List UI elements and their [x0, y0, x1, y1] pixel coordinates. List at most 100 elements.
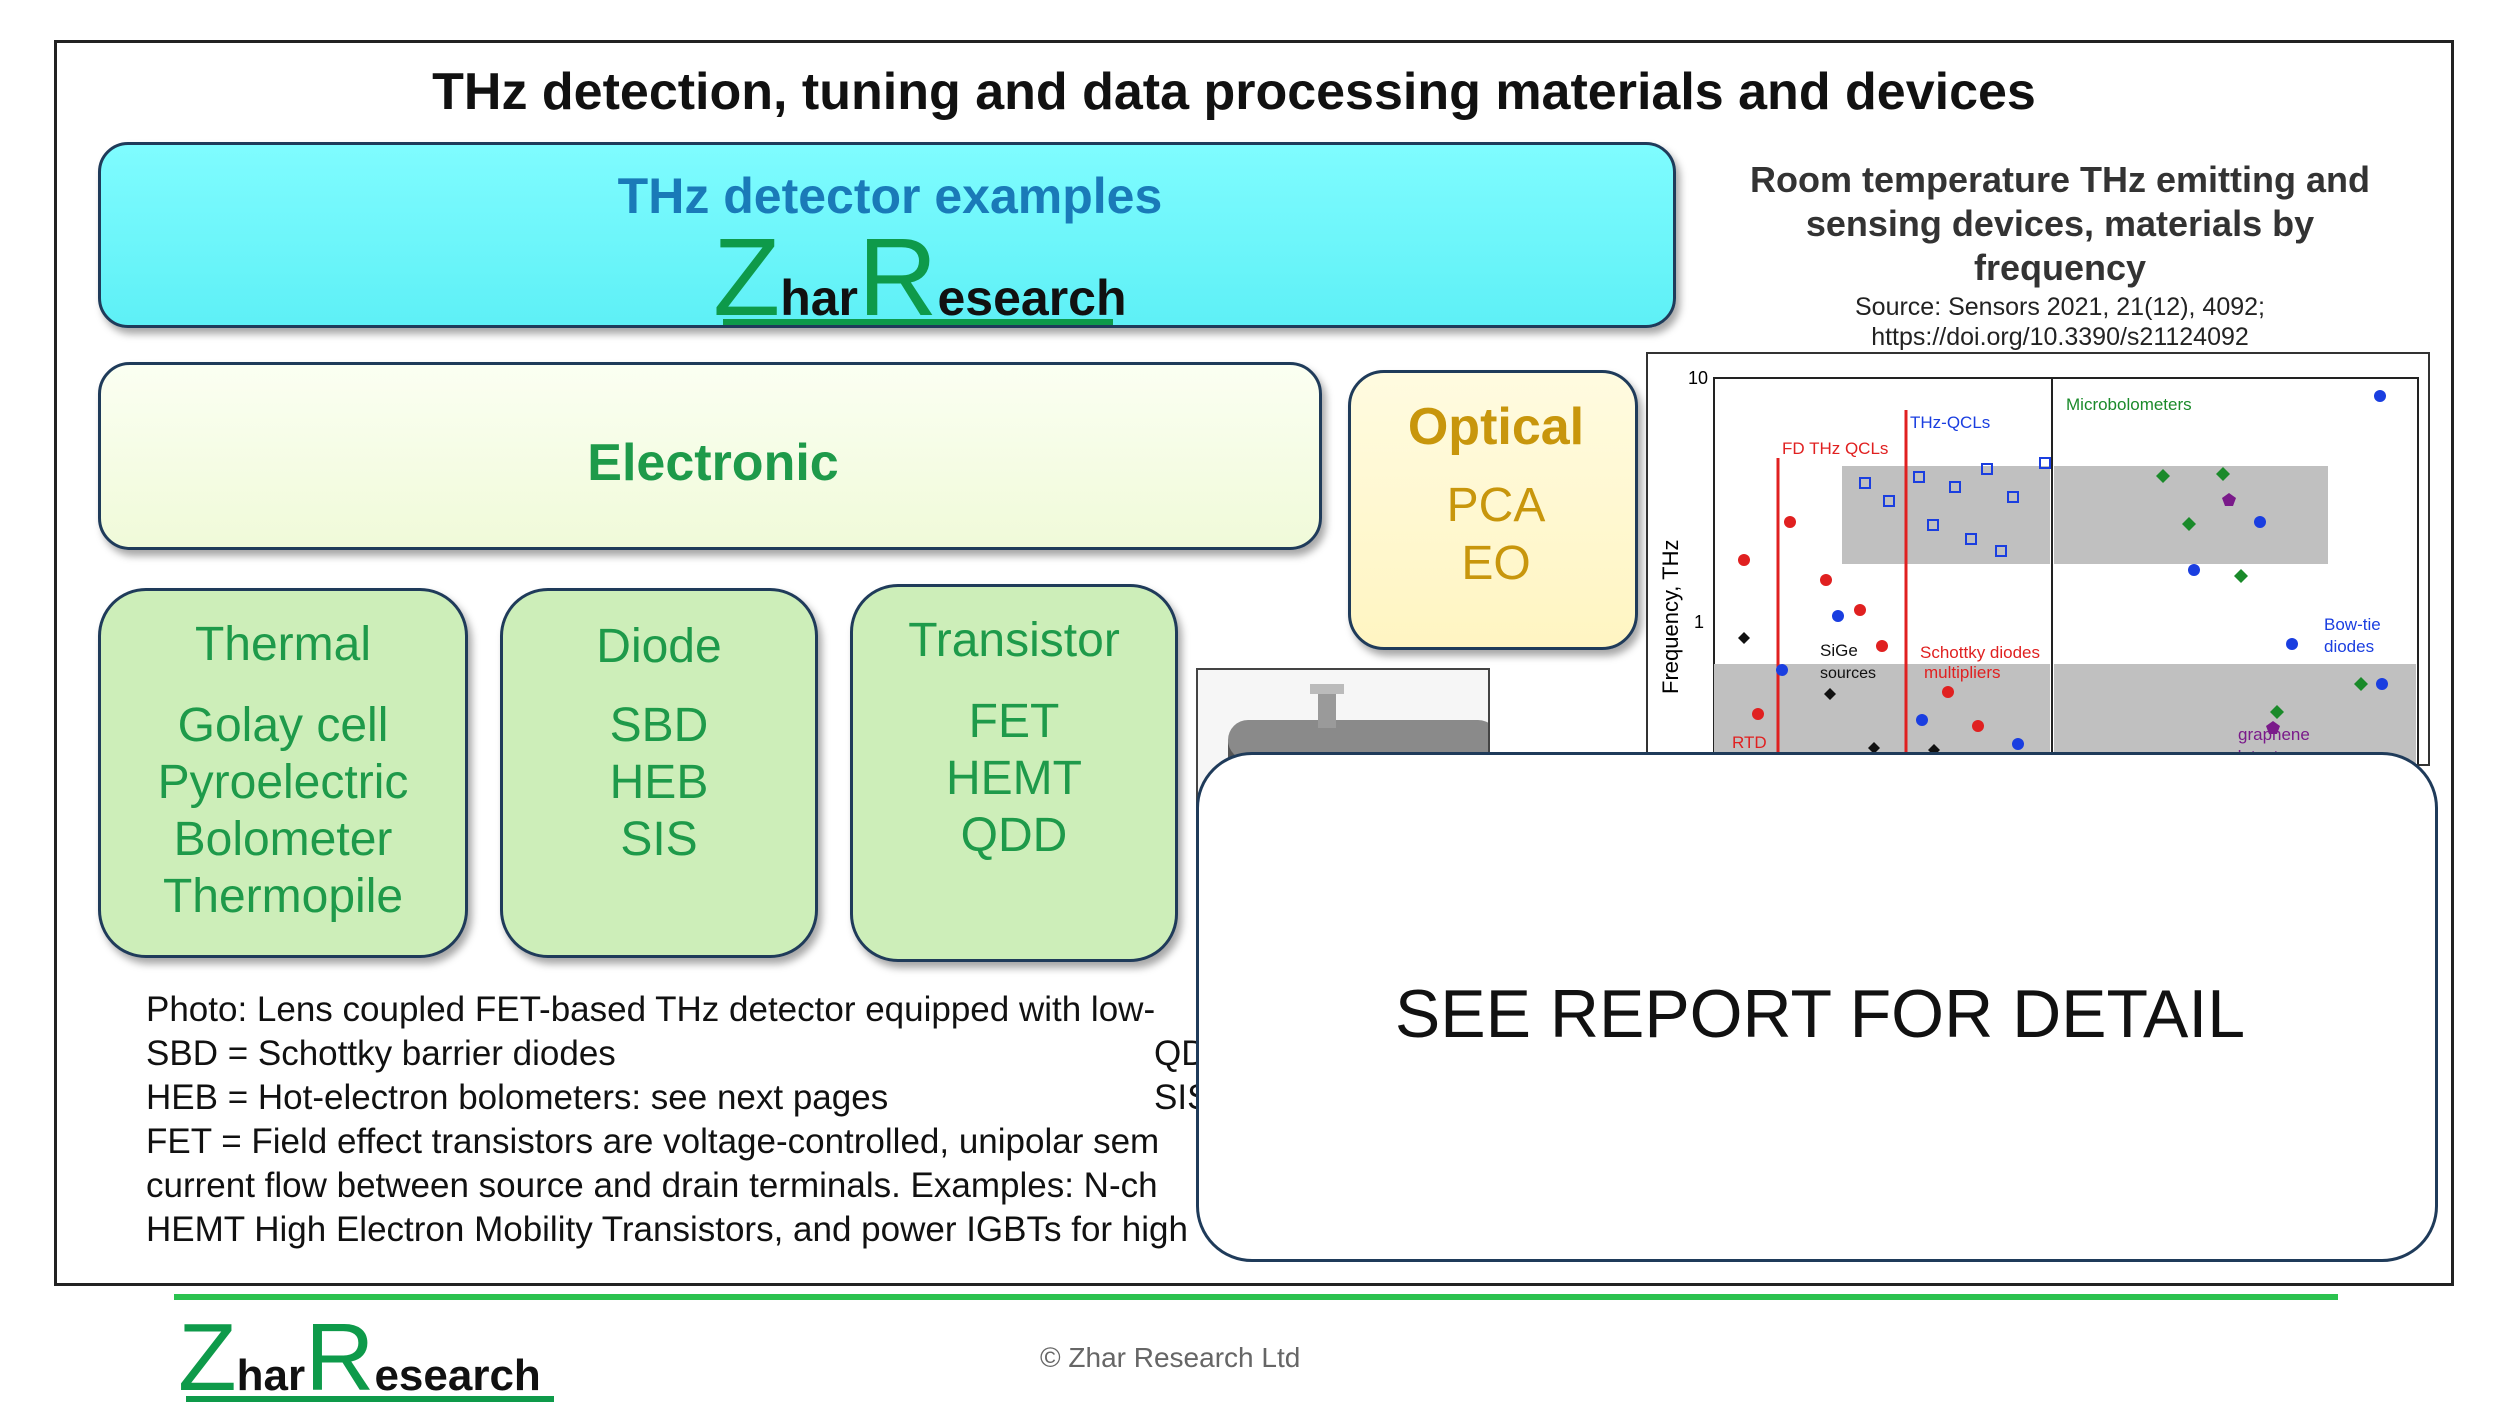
diode-item: SBD — [609, 699, 709, 752]
y-axis-label: Frequency, THz — [1658, 540, 1683, 694]
notes-block: Photo: Lens coupled FET-based THz detect… — [146, 988, 1188, 1252]
red-point — [1854, 604, 1866, 616]
annotation-bow-tie: Bow-tie — [2324, 615, 2381, 634]
green-point — [2216, 467, 2230, 481]
black-point — [1868, 742, 1880, 754]
frequency-chart: 10 1 Frequency, THz THz-QCLs FD THz QCLs… — [1646, 352, 2430, 766]
green-point — [2156, 469, 2170, 483]
optical-item: EO — [1461, 537, 1531, 590]
note-line: HEMT High Electron Mobility Transistors,… — [146, 1210, 1188, 1249]
red-point — [1784, 516, 1796, 528]
annotation-fd-thz-qcls: FD THz QCLs — [1782, 439, 1888, 458]
slide-title: THz detection, tuning and data processin… — [432, 63, 2036, 121]
side-title-line: frequency — [1973, 247, 2147, 288]
diode-item: SIS — [620, 813, 698, 866]
electronic-label: Electronic — [587, 434, 839, 492]
qcl-band — [1842, 466, 2050, 564]
optical-item: PCA — [1446, 479, 1546, 532]
green-point — [2270, 705, 2284, 719]
annotation-graphene: graphene — [2238, 725, 2310, 744]
black-point — [1824, 688, 1836, 700]
transistor-item: FET — [968, 695, 1060, 748]
transistor-box: Transistor FET HEMT QDD — [850, 584, 1178, 962]
ytick-label: 1 — [1694, 612, 1704, 632]
banner-title: THz detector examples — [617, 168, 1163, 224]
optical-items: PCA EO — [1351, 477, 1641, 593]
red-point — [1752, 708, 1764, 720]
qcl-point — [2007, 491, 2019, 503]
red-point — [1738, 554, 1750, 566]
annotation-diodes: diodes — [2324, 637, 2374, 656]
bolometer-band — [2054, 466, 2328, 564]
diode-title: Diode — [596, 620, 722, 673]
annotation-microbolometers: Microbolometers — [2066, 395, 2192, 414]
blue-point — [2254, 516, 2266, 528]
qcl-point — [1927, 519, 1939, 531]
black-point — [1738, 632, 1750, 644]
note-line: current flow between source and drain te… — [146, 1166, 1158, 1205]
qcl-point — [1949, 481, 1961, 493]
overlay-text: SEE REPORT FOR DETAIL — [1394, 976, 2246, 1052]
footer-divider — [174, 1294, 2338, 1300]
thermal-box: Thermal Golay cell Pyroelectric Bolomete… — [98, 588, 468, 958]
zhar-research-logo: ZharResearch — [713, 216, 1127, 339]
lower-band-left — [1714, 664, 2050, 764]
footer-zhar-research-logo: ZharResearch — [178, 1310, 554, 1406]
red-point — [1972, 720, 1984, 732]
thermal-item: Pyroelectric — [157, 756, 409, 809]
annotation-sige: SiGe — [1820, 641, 1858, 660]
red-point — [1820, 574, 1832, 586]
optical-box: Optical PCA EO — [1348, 370, 1638, 650]
slide-frame — [54, 40, 2454, 1286]
report-overlay-card: SEE REPORT FOR DETAIL — [1196, 752, 2438, 1262]
transistor-items: FET HEMT QDD — [853, 693, 1175, 864]
blue-point — [2286, 638, 2298, 650]
qcl-point — [1883, 495, 1895, 507]
blue-point — [1916, 714, 1928, 726]
red-point — [1876, 640, 1888, 652]
blue-point — [2374, 390, 2386, 402]
note-line: SBD = Schottky barrier diodes — [146, 1034, 616, 1073]
transistor-item: QDD — [960, 809, 1068, 862]
qcl-point — [1913, 471, 1925, 483]
annotation-multipliers: multipliers — [1924, 663, 2001, 682]
transistor-title: Transistor — [908, 614, 1120, 667]
copyright-text: © Zhar Research Ltd — [1040, 1342, 1301, 1373]
green-point — [2234, 569, 2248, 583]
blue-point — [2376, 678, 2388, 690]
blue-point — [2188, 564, 2200, 576]
frequency-chart-svg: 10 1 Frequency, THz THz-QCLs FD THz QCLs… — [1658, 368, 2419, 764]
annotation-thz-qcls: THz-QCLs — [1910, 413, 1990, 432]
thermal-item: Golay cell — [177, 699, 389, 752]
annotation-sources: sources — [1820, 665, 1876, 682]
qcl-point — [1965, 533, 1977, 545]
note-line: Photo: Lens coupled FET-based THz detect… — [146, 990, 1156, 1029]
annotation-rtd: RTD — [1732, 733, 1767, 752]
purple-point — [2222, 493, 2236, 506]
source-line: https://doi.org/10.3390/s21124092 — [1871, 323, 2249, 351]
optical-title: Optical — [1407, 398, 1585, 456]
diode-box: Diode SBD HEB SIS — [500, 588, 818, 958]
blue-point — [1832, 610, 1844, 622]
thermal-title: Thermal — [194, 618, 372, 671]
diode-items: SBD HEB SIS — [503, 697, 815, 868]
side-title-line: sensing devices, materials by — [1805, 203, 2315, 244]
note-line: FET = Field effect transistors are volta… — [146, 1122, 1160, 1161]
blue-point — [1776, 664, 1788, 676]
side-title-line: Room temperature THz emitting and — [1749, 159, 2371, 200]
electronic-box: Electronic — [98, 362, 1322, 550]
thermal-item: Thermopile — [162, 870, 404, 923]
thermal-item: Bolometer — [173, 813, 393, 866]
green-point — [2354, 677, 2368, 691]
purple-point — [2266, 721, 2280, 734]
qcl-point — [2039, 457, 2051, 469]
qcl-point — [1995, 545, 2007, 557]
source-line: Source: Sensors 2021, 21(12), 4092; — [1855, 293, 2265, 321]
diode-item: HEB — [609, 756, 709, 809]
red-point — [1942, 686, 1954, 698]
qcl-point — [1859, 477, 1871, 489]
green-point — [2182, 517, 2196, 531]
qcl-point — [1981, 463, 1993, 475]
thermal-items: Golay cell Pyroelectric Bolometer Thermo… — [101, 697, 465, 925]
ytick-label: 10 — [1688, 368, 1708, 388]
